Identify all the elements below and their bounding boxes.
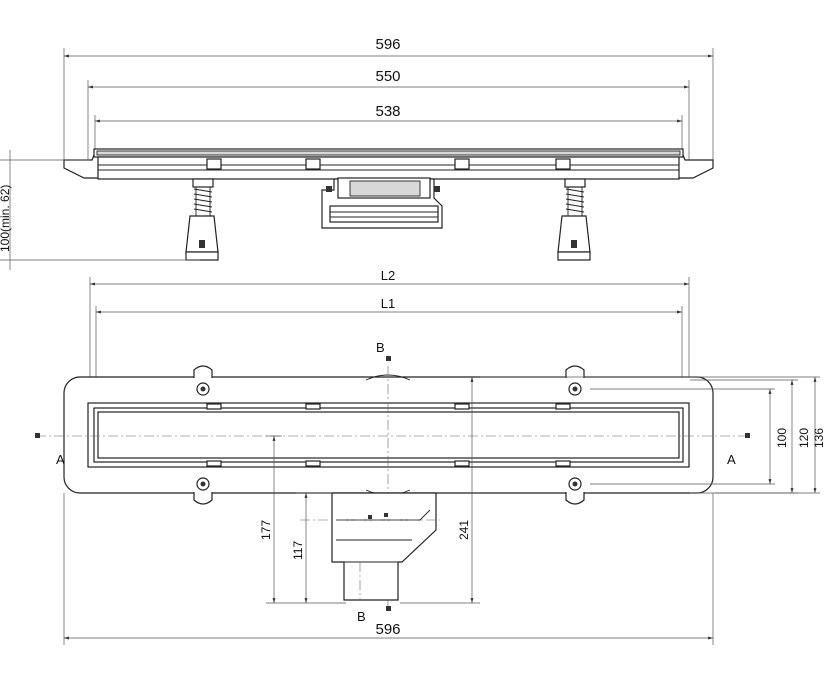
section-a-right: A (727, 452, 736, 467)
outlet-plan (300, 492, 440, 601)
dimension-l1-label: L1 (381, 296, 395, 311)
dimension-596-top: 596 (63, 36, 714, 165)
dimension-177-label: 177 (259, 520, 273, 540)
dimension-117-label: 117 (291, 541, 305, 560)
dimension-height: 100(min. 62) (0, 150, 200, 270)
mounting-lugs (193, 365, 585, 505)
clips (206, 403, 571, 467)
dimension-right: 100 120 136 (480, 376, 824, 494)
dimension-120-label: 120 (797, 428, 811, 448)
dimension-height-label: 100(min. 62) (0, 185, 12, 252)
dimension-596-bottom-label: 596 (375, 621, 400, 638)
dimension-l2-label: L2 (381, 268, 395, 283)
side-view: 596 550 538 (0, 36, 714, 270)
plan-view: L2 L1 (35, 268, 824, 645)
section-a-left: A (56, 452, 65, 467)
dimension-136-label: 136 (812, 428, 824, 448)
section-b-top: B (376, 340, 385, 355)
dimension-100-label: 100 (775, 428, 789, 448)
dimension-241-label: 241 (457, 520, 471, 540)
dimension-596-label: 596 (375, 36, 400, 53)
section-b-bottom: B (357, 609, 366, 624)
dimension-596-bottom: 596 (63, 493, 714, 645)
dimension-538-label: 538 (375, 103, 400, 120)
dimension-l2: L2 (89, 268, 690, 385)
channel-side (63, 148, 714, 261)
dimension-538: 538 (94, 103, 683, 152)
dimension-lower: 177 117 241 (259, 377, 480, 604)
dimension-550-label: 550 (375, 68, 400, 85)
dimension-l1: L1 (95, 296, 683, 405)
dimension-550: 550 (87, 68, 690, 160)
